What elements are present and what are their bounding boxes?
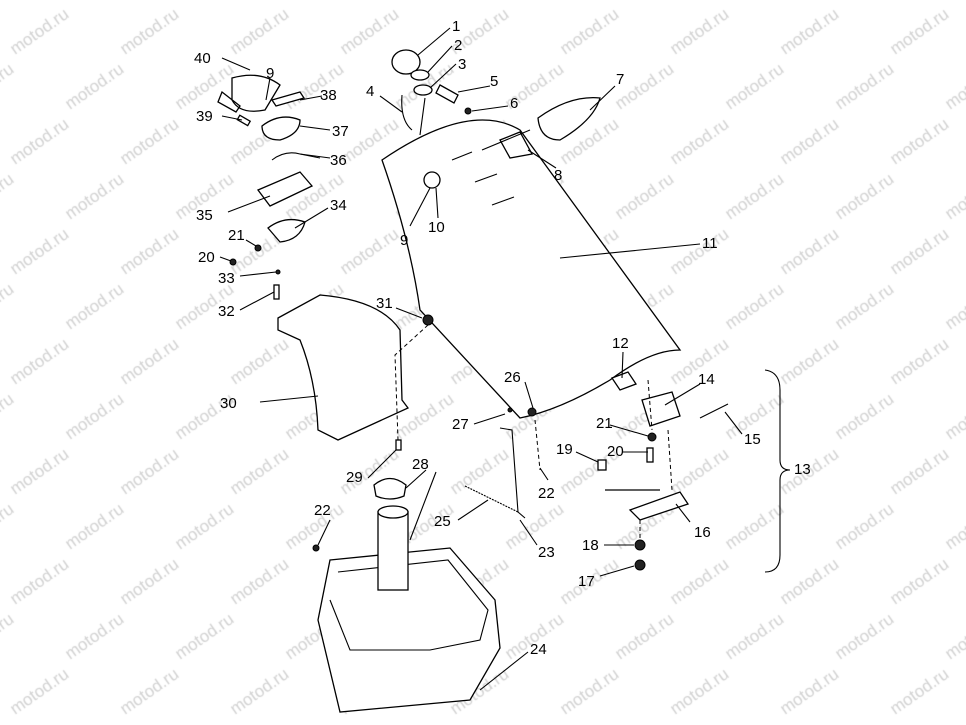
callout-24: 24	[530, 641, 547, 658]
part-10-grommet	[423, 171, 441, 189]
callout-1: 1	[452, 18, 460, 35]
callout-8: 8	[554, 167, 562, 184]
tank-rim	[329, 559, 489, 651]
callout-23: 23	[538, 544, 555, 561]
callout-28: 28	[412, 456, 429, 473]
part-24-tank	[317, 547, 501, 713]
part-33-washer	[275, 269, 281, 275]
callout-26: 26	[504, 369, 521, 386]
callout-20: 20	[198, 249, 215, 266]
callout-21: 21	[228, 227, 245, 244]
callout-2: 2	[454, 37, 462, 54]
callout-40: 40	[194, 50, 211, 67]
callout-35: 35	[196, 207, 213, 224]
part-7-light	[537, 97, 601, 141]
part-36-clip	[271, 152, 321, 161]
part-21-washer	[254, 244, 262, 252]
part-16-hinge	[605, 489, 690, 521]
part-6-screw	[464, 107, 472, 115]
part-19-bolt	[597, 459, 607, 471]
callout-31: 31	[376, 295, 393, 312]
part-25-strap	[464, 485, 519, 513]
callout-32: 32	[218, 303, 235, 320]
part-4-hose	[401, 94, 426, 136]
callout-6: 6	[510, 95, 518, 112]
part-2-ring	[410, 69, 430, 81]
part-38-plate	[270, 91, 306, 107]
callout-33: 33	[218, 270, 235, 287]
part-29-bolt	[395, 439, 402, 451]
callout-39: 39	[196, 108, 213, 125]
callout-4: 4	[366, 83, 374, 100]
callout-17: 17	[578, 573, 595, 590]
callout-7: 7	[616, 71, 624, 88]
callout-37: 37	[332, 123, 349, 140]
part-35-bracket	[256, 171, 314, 207]
callout-38: 38	[320, 87, 337, 104]
callout-10: 10	[428, 219, 445, 236]
callout-12: 12	[612, 335, 629, 352]
part-34-mount	[267, 218, 306, 243]
callout-30: 30	[220, 395, 237, 412]
light-wire	[481, 129, 531, 151]
part-32-bolt	[273, 284, 280, 300]
callout-20b: 20	[607, 443, 624, 460]
callout-9: 9	[266, 65, 274, 82]
group-13-brace	[764, 369, 791, 573]
part-3-ring	[413, 84, 433, 96]
callout-21b: 21	[596, 415, 613, 432]
part-15-pin	[699, 403, 729, 419]
callout-16: 16	[694, 524, 711, 541]
callout-9b: 9	[400, 232, 408, 249]
part-20-nut	[229, 258, 237, 266]
part-28-filler-neck	[377, 511, 409, 591]
part-40-guard	[217, 74, 281, 113]
callout-3: 3	[458, 56, 466, 73]
part-5-bracket	[435, 84, 459, 104]
callout-22b: 22	[314, 502, 331, 519]
part-20-bolt	[646, 447, 654, 463]
part-30-fender	[277, 294, 410, 441]
callout-11: 11	[702, 235, 718, 252]
callout-25: 25	[434, 513, 451, 530]
leader-lines	[219, 27, 743, 691]
part-22-plug	[312, 544, 320, 552]
part-39-screw	[236, 114, 252, 127]
callout-22: 22	[538, 485, 555, 502]
part-23-rod	[499, 427, 526, 519]
part-18-washer	[634, 539, 646, 551]
part-27-pin	[507, 407, 513, 413]
callout-36: 36	[330, 152, 347, 169]
part-14-bracket	[641, 391, 681, 427]
callout-14: 14	[698, 371, 715, 388]
filler-neck-top	[377, 505, 409, 519]
part-17-nut	[634, 559, 646, 571]
part-1-cap	[391, 49, 421, 75]
seat-cover-ribs	[451, 151, 515, 206]
callout-34: 34	[330, 197, 347, 214]
assembly-line	[534, 419, 541, 471]
part-28-cap	[373, 477, 407, 500]
assembly-line	[394, 324, 429, 441]
part-11-seat-cover	[381, 119, 682, 419]
callout-13: 13	[794, 461, 811, 478]
assembly-line	[639, 379, 673, 540]
callout-18: 18	[582, 537, 599, 554]
part-26-clip	[527, 407, 537, 417]
callout-5: 5	[490, 73, 498, 90]
callout-19: 19	[556, 441, 573, 458]
part-37-base	[261, 116, 301, 141]
part-31-grommet	[422, 314, 434, 326]
part-21-washer	[647, 432, 657, 442]
callout-27: 27	[452, 416, 469, 433]
callout-29: 29	[346, 469, 363, 486]
callout-15: 15	[744, 431, 761, 448]
part-8-gasket	[499, 131, 534, 159]
